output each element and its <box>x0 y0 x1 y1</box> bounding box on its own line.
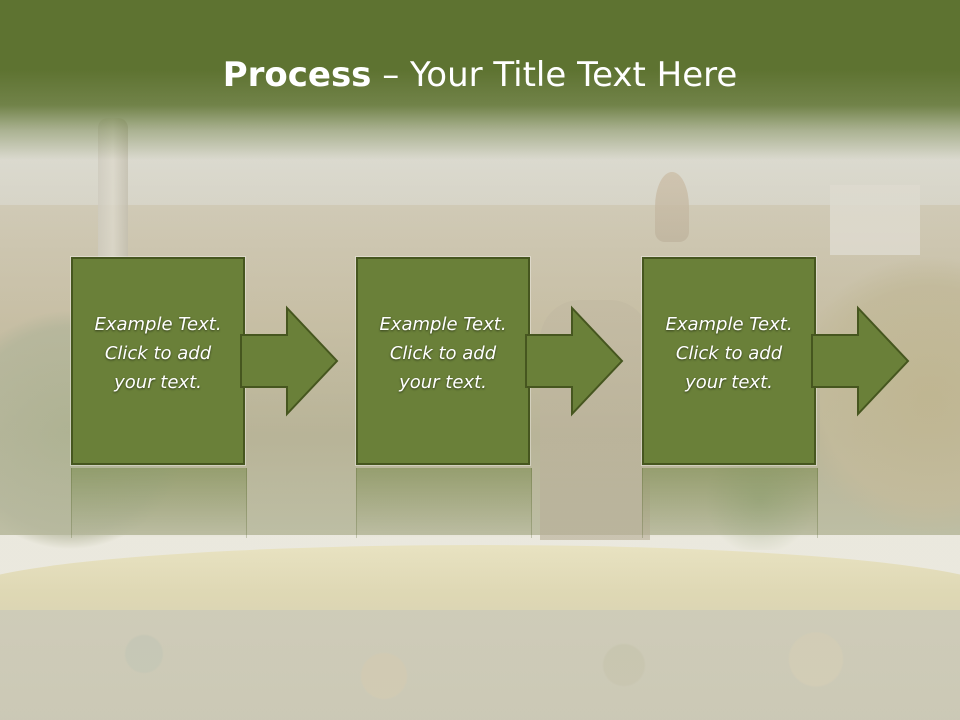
step-1-reflection <box>71 468 247 538</box>
slide-title[interactable]: Process – Your Title Text Here <box>0 52 960 98</box>
step-2-line-1: Example Text. <box>379 313 507 335</box>
step-2-box[interactable]: Example Text. Click to add your text. <box>356 257 530 465</box>
step-3-line-3: your text. <box>685 371 773 393</box>
step-2-line-3: your text. <box>399 371 487 393</box>
step-1-line-2: Click to add <box>104 342 212 364</box>
step-3-line-2: Click to add <box>675 342 783 364</box>
title-bold: Process <box>222 55 372 95</box>
step-1-line-1: Example Text. <box>94 313 222 335</box>
background-dome <box>655 172 689 242</box>
background-mosaic-tiles <box>0 610 960 720</box>
step-3-box[interactable]: Example Text. Click to add your text. <box>642 257 816 465</box>
step-2-line-2: Click to add <box>389 342 497 364</box>
step-3-reflection <box>642 468 818 538</box>
step-1-line-3: your text. <box>114 371 202 393</box>
step-3-text[interactable]: Example Text. Click to add your text. <box>654 310 804 397</box>
step-1-text[interactable]: Example Text. Click to add your text. <box>83 310 233 397</box>
step-3-arrow-icon <box>811 305 910 417</box>
step-2-reflection <box>356 468 532 538</box>
background-tree-right <box>820 230 960 560</box>
step-2-arrow-icon <box>525 305 624 417</box>
title-band <box>0 0 960 160</box>
step-1-arrow-icon <box>240 305 339 417</box>
step-1-box[interactable]: Example Text. Click to add your text. <box>71 257 245 465</box>
step-2-text[interactable]: Example Text. Click to add your text. <box>368 310 518 397</box>
step-3-line-1: Example Text. <box>665 313 793 335</box>
background-palm <box>700 450 820 550</box>
title-rest: – Your Title Text Here <box>371 55 738 95</box>
